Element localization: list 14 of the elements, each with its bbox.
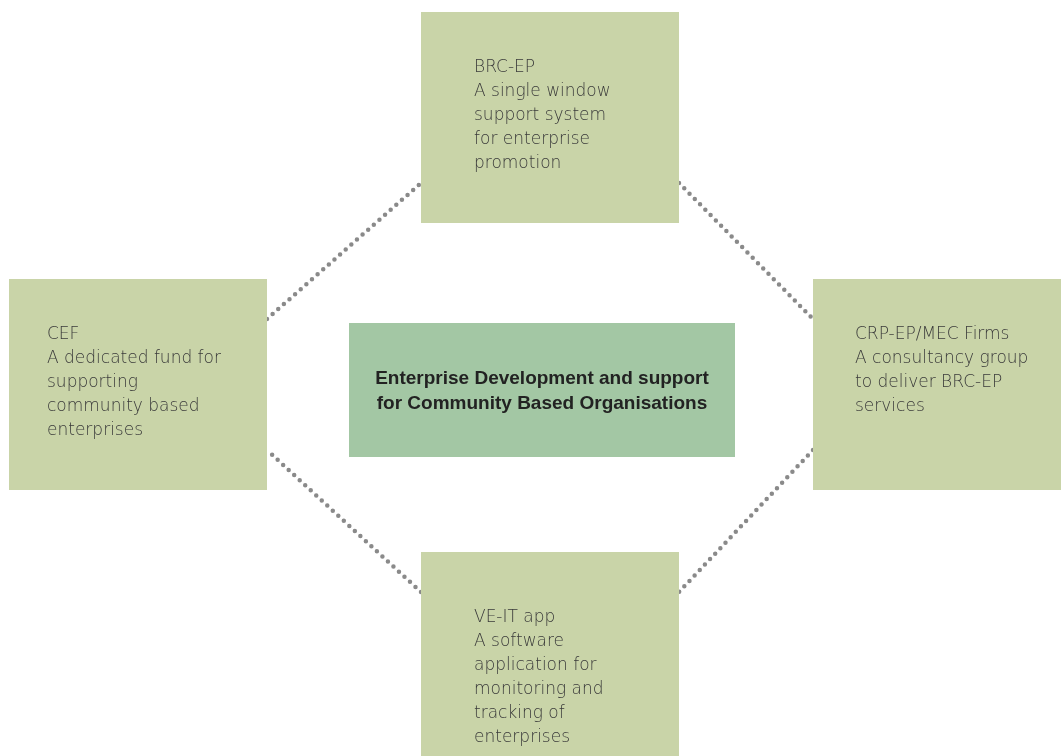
box-description: A consultancy group to deliver BRC-EP services: [855, 346, 1030, 417]
center-title: Enterprise Development and support for Community Based Organisations: [374, 366, 710, 415]
text-box: [421, 12, 679, 223]
box-heading: CRP-EP/MEC Firms: [855, 322, 1011, 345]
text-box: [349, 323, 735, 457]
box-heading: BRC-EP: [474, 55, 537, 78]
box-description: A software application for monitoring and tracking of enterprises: [474, 629, 605, 748]
text-box: [421, 552, 679, 756]
box-description: A dedicated fund for supporting community based enterprises: [47, 346, 222, 441]
box-heading: CEF: [47, 322, 81, 345]
box-heading: VE-IT app: [474, 605, 557, 628]
text-box: [813, 279, 1061, 490]
box-description: A single window support system for enterprise promotion: [474, 79, 612, 174]
text-box: [9, 279, 267, 490]
